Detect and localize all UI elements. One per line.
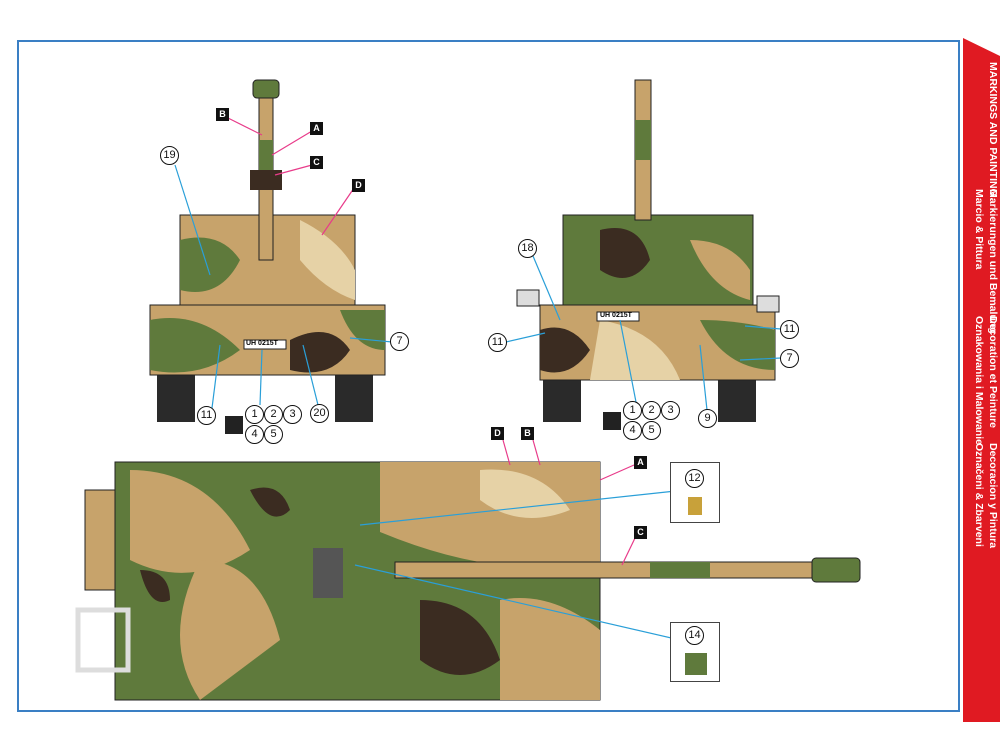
decal-placement-icon: [603, 412, 621, 430]
detail-inset-12: 12: [670, 462, 720, 523]
decal-5: 5: [642, 421, 661, 440]
decal-12-preview: [688, 497, 702, 515]
callout-leaders: [174, 164, 782, 641]
callout-18: 18: [518, 239, 537, 258]
callout-11-left: 11: [488, 333, 507, 352]
letter-c: C: [634, 526, 647, 539]
decal-1: 1: [245, 405, 264, 424]
callout-11-right: 11: [780, 320, 799, 339]
decal-2: 2: [642, 401, 661, 420]
letter-b: B: [216, 108, 229, 121]
decal-placement-icon: [225, 416, 243, 434]
decal-1: 1: [623, 401, 642, 420]
callout-20: 20: [310, 404, 329, 423]
decal-2: 2: [264, 405, 283, 424]
callout-9: 9: [698, 409, 717, 428]
decal-14-preview: [685, 653, 707, 675]
section-band: [963, 38, 1000, 722]
letter-b: B: [521, 427, 534, 440]
top-view: [75, 461, 861, 701]
rear-view: [516, 79, 780, 422]
decal-5: 5: [264, 425, 283, 444]
rear-plate: UH 0215T: [600, 312, 632, 319]
callout-11: 11: [197, 406, 216, 425]
letter-a: A: [634, 456, 647, 469]
callout-19: 19: [160, 146, 179, 165]
callout-14: 14: [685, 626, 704, 645]
letter-d: D: [491, 427, 504, 440]
callout-7: 7: [780, 349, 799, 368]
front-view: [149, 79, 386, 422]
letter-a: A: [310, 122, 323, 135]
letter-leaders: [227, 117, 637, 566]
front-plate: UH 0215T: [246, 340, 278, 347]
decal-3: 3: [283, 405, 302, 424]
decal-4: 4: [623, 421, 642, 440]
letter-d: D: [352, 179, 365, 192]
letter-c: C: [310, 156, 323, 169]
callout-7: 7: [390, 332, 409, 351]
page-frame: [17, 40, 960, 712]
callout-12: 12: [685, 469, 704, 488]
decal-3: 3: [661, 401, 680, 420]
decal-4: 4: [245, 425, 264, 444]
detail-inset-14: 14: [670, 622, 720, 682]
